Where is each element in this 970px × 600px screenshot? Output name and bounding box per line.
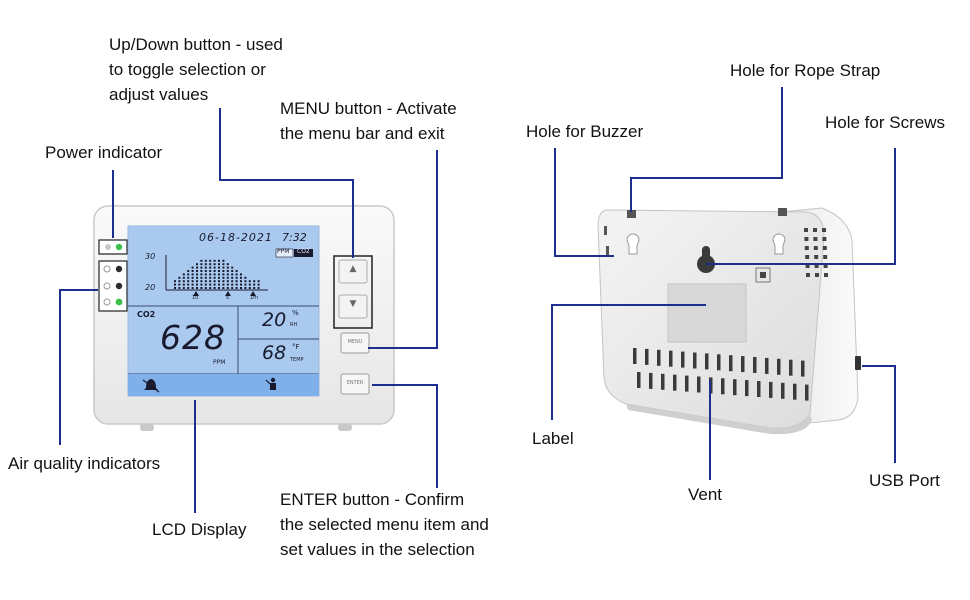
power-led-gray — [105, 244, 111, 250]
co2-tag-box — [294, 249, 313, 257]
lcd-trend-bar — [235, 287, 238, 289]
lcd-rh-unit-bottom: RH — [290, 322, 298, 328]
lcd-trend-bar — [231, 287, 234, 289]
lcd-trend-bar — [191, 287, 194, 289]
lcd-trend-bar — [213, 287, 216, 289]
enter-button — [340, 373, 370, 395]
lcd-time: 7:32 — [282, 231, 307, 244]
menu-button — [340, 332, 370, 354]
lcd-co2-label: CO2 — [137, 310, 156, 319]
usb-port-label: USB Port — [869, 471, 940, 490]
person-icon — [265, 377, 276, 390]
lcd-date: 06-18-2021 — [199, 231, 273, 244]
lcd-tag-co2: CO2 — [297, 248, 310, 255]
lcd-trend-bar — [218, 287, 220, 289]
power-indicator-label: Power indicator — [45, 143, 163, 162]
lcd-temp-value: 68 — [262, 342, 287, 364]
lcd-co2-value: 628 — [160, 318, 226, 357]
lcd-chart-x-1m: 1m — [250, 295, 259, 301]
lcd-chart-x-5: 5 — [226, 295, 230, 301]
lcd-tag-ppm: PPM — [277, 248, 290, 255]
enter-button-label[interactable]: ENTER — [346, 380, 364, 386]
lcd-display-label: LCD Display — [152, 520, 247, 539]
lcd-trend-bar — [209, 287, 212, 289]
lcd-trend-bar — [196, 287, 198, 289]
enter-button-callout: ENTER button - Confirm the selected menu… — [280, 490, 489, 559]
down-button — [338, 294, 368, 319]
lcd-rh-value: 20 — [262, 309, 287, 331]
usb-port — [855, 356, 861, 370]
lcd-chart-y-low: 20 — [145, 283, 156, 292]
screw-hole-left — [626, 233, 640, 255]
rope-strap-hole — [627, 210, 636, 218]
lcd-trend-bar — [248, 287, 251, 289]
lcd-trend-chart — [165, 255, 268, 291]
lcd-trend-bar — [222, 287, 225, 289]
up-button — [338, 259, 368, 284]
lcd-trend-bar — [200, 287, 203, 289]
lcd-chart-x-10: 10 — [192, 295, 199, 301]
power-indicator-box — [98, 239, 128, 255]
updown-button-label: Up/Down button - used to toggle selectio… — [109, 35, 283, 104]
lcd-trend-bar — [226, 287, 229, 289]
lcd-temp-unit-bottom: TEMP — [290, 357, 304, 363]
front-foot-right — [338, 424, 352, 431]
air-quality-label: Air quality indicators — [8, 454, 161, 473]
lcd-chart-y-high: 30 — [145, 252, 156, 261]
front-foot-left — [140, 424, 154, 431]
menu-button-label[interactable]: MENU — [347, 339, 363, 345]
lcd-trend-bar — [253, 287, 256, 289]
vent-label: Vent — [688, 485, 723, 504]
lcd-trend-bar — [178, 287, 181, 289]
power-led-green — [115, 243, 123, 251]
rope-strap-label: Hole for Rope Strap — [730, 61, 881, 80]
air-led-yellow — [115, 282, 123, 290]
screw-hole-right — [772, 233, 786, 255]
lcd-trend-bar — [240, 287, 242, 289]
air-led-green — [115, 298, 123, 306]
lcd-trend-bar — [174, 287, 176, 289]
down-arrow-icon[interactable]: ▼ — [349, 299, 357, 309]
lcd-trend-bar — [244, 287, 247, 289]
bell-icon — [142, 379, 160, 393]
lcd-trend-bar — [187, 287, 190, 289]
up-arrow-icon[interactable]: ▲ — [349, 264, 357, 274]
menu-button-callout: MENU button - Activate the menu bar and … — [280, 99, 457, 143]
lcd-rh-unit-top: % — [292, 309, 299, 317]
lcd-trend-bar — [182, 287, 185, 289]
screws-label: Hole for Screws — [825, 113, 945, 132]
buzzer-label: Hole for Buzzer — [526, 122, 644, 141]
air-led-red — [115, 265, 123, 273]
vent-slot — [633, 348, 637, 364]
lcd-trend-bar — [257, 287, 260, 289]
lcd-co2-unit: PPM — [213, 359, 226, 366]
lcd-temp-unit-top: °F — [292, 343, 300, 351]
label-label: Label — [532, 429, 574, 448]
lcd-trend-bar — [204, 287, 207, 289]
side-vent-hole — [804, 228, 808, 232]
label-area — [667, 283, 747, 343]
